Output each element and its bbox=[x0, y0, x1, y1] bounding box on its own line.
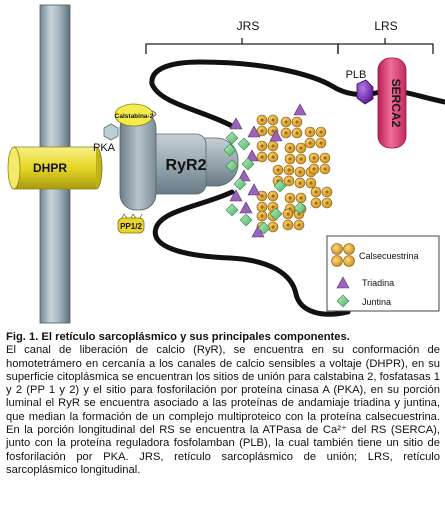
junctin-molecule bbox=[223, 143, 237, 157]
pp12-label: PP1/2 bbox=[120, 222, 142, 231]
jrs-label: JRS bbox=[237, 19, 260, 33]
calsequestrin-molecule bbox=[282, 208, 305, 231]
junctin-molecule bbox=[225, 131, 239, 145]
pka-label: PKA bbox=[93, 142, 116, 154]
lrs-label: LRS bbox=[374, 19, 397, 33]
calsequestrin-molecule bbox=[272, 164, 295, 187]
junctin-molecule bbox=[225, 203, 239, 217]
dhpr-label: DHPR bbox=[33, 161, 67, 175]
calstabina-label: Calstabina-2 bbox=[115, 113, 154, 120]
dhpr-channel bbox=[7, 146, 103, 190]
ryr2-channel bbox=[119, 108, 239, 211]
serca2-label: SERCA2 bbox=[389, 79, 403, 128]
caption-body: El canal de liberación de calcio (RyR), … bbox=[6, 344, 440, 476]
calsequestrin-cluster-icon bbox=[331, 243, 355, 267]
triadin-molecule bbox=[229, 117, 243, 130]
calsequestrin-molecule bbox=[256, 114, 279, 137]
jrs-bracket bbox=[145, 38, 339, 54]
junctin-molecule bbox=[257, 221, 271, 235]
triadin-molecule bbox=[239, 201, 253, 214]
triadin-molecule bbox=[247, 125, 261, 138]
junctin-molecule bbox=[269, 207, 283, 221]
calsequestrin-molecule bbox=[304, 126, 327, 149]
triangle-icon bbox=[336, 276, 350, 289]
junctin-molecule bbox=[273, 179, 287, 193]
sr-membrane-lower bbox=[152, 189, 351, 317]
triadin-molecule bbox=[293, 103, 307, 116]
sarcoplasmic-reticulum-diagram: JRS LRS DHPR RyR2 Calstabina-2 PKA PP1/2… bbox=[7, 4, 445, 324]
plb-protein bbox=[356, 79, 374, 105]
luminal-protein-complex bbox=[223, 103, 333, 238]
lrs-bracket bbox=[337, 38, 434, 54]
plb-label: PLB bbox=[346, 69, 367, 81]
triadin-molecule bbox=[229, 189, 243, 202]
calsequestrin-molecule bbox=[284, 142, 307, 165]
pka-hexagon-icon bbox=[103, 123, 119, 141]
diamond-icon bbox=[336, 294, 350, 308]
junctin-molecule bbox=[237, 137, 251, 151]
junctin-molecule bbox=[241, 157, 255, 171]
triadin-molecule bbox=[237, 169, 251, 182]
calstabina-2-protein bbox=[114, 103, 154, 127]
triadin-molecule bbox=[251, 225, 265, 238]
caption-title: Fig. 1. El retículo sarcoplásmico y sus … bbox=[6, 331, 350, 343]
ryr2-label: RyR2 bbox=[166, 157, 207, 174]
junctin-molecule bbox=[293, 201, 307, 215]
junctin-molecule bbox=[233, 177, 247, 191]
calsequestrin-molecule bbox=[256, 140, 279, 163]
calsequestrin-molecule bbox=[256, 190, 279, 213]
calsequestrin-molecule bbox=[308, 152, 331, 175]
legend-junctin-label: Juntina bbox=[362, 297, 391, 307]
legend-triadin-label: Triadina bbox=[362, 278, 394, 288]
legend-calsequestrin-label: Calsecuestrina bbox=[359, 251, 419, 261]
junctin-molecule bbox=[239, 213, 253, 227]
calsequestrin-molecule bbox=[310, 186, 333, 209]
triadin-molecule bbox=[245, 149, 259, 162]
pp12-protein bbox=[117, 213, 145, 234]
figure-caption: Fig. 1. El retículo sarcoplásmico y sus … bbox=[6, 331, 440, 477]
triadin-molecule bbox=[247, 183, 261, 196]
calsequestrin-molecule bbox=[280, 116, 303, 139]
serca2-pump bbox=[377, 57, 407, 149]
junctin-molecule bbox=[225, 159, 239, 173]
triadin-molecule bbox=[269, 129, 283, 142]
legend: Calsecuestrina Triadina Juntina bbox=[326, 235, 440, 312]
